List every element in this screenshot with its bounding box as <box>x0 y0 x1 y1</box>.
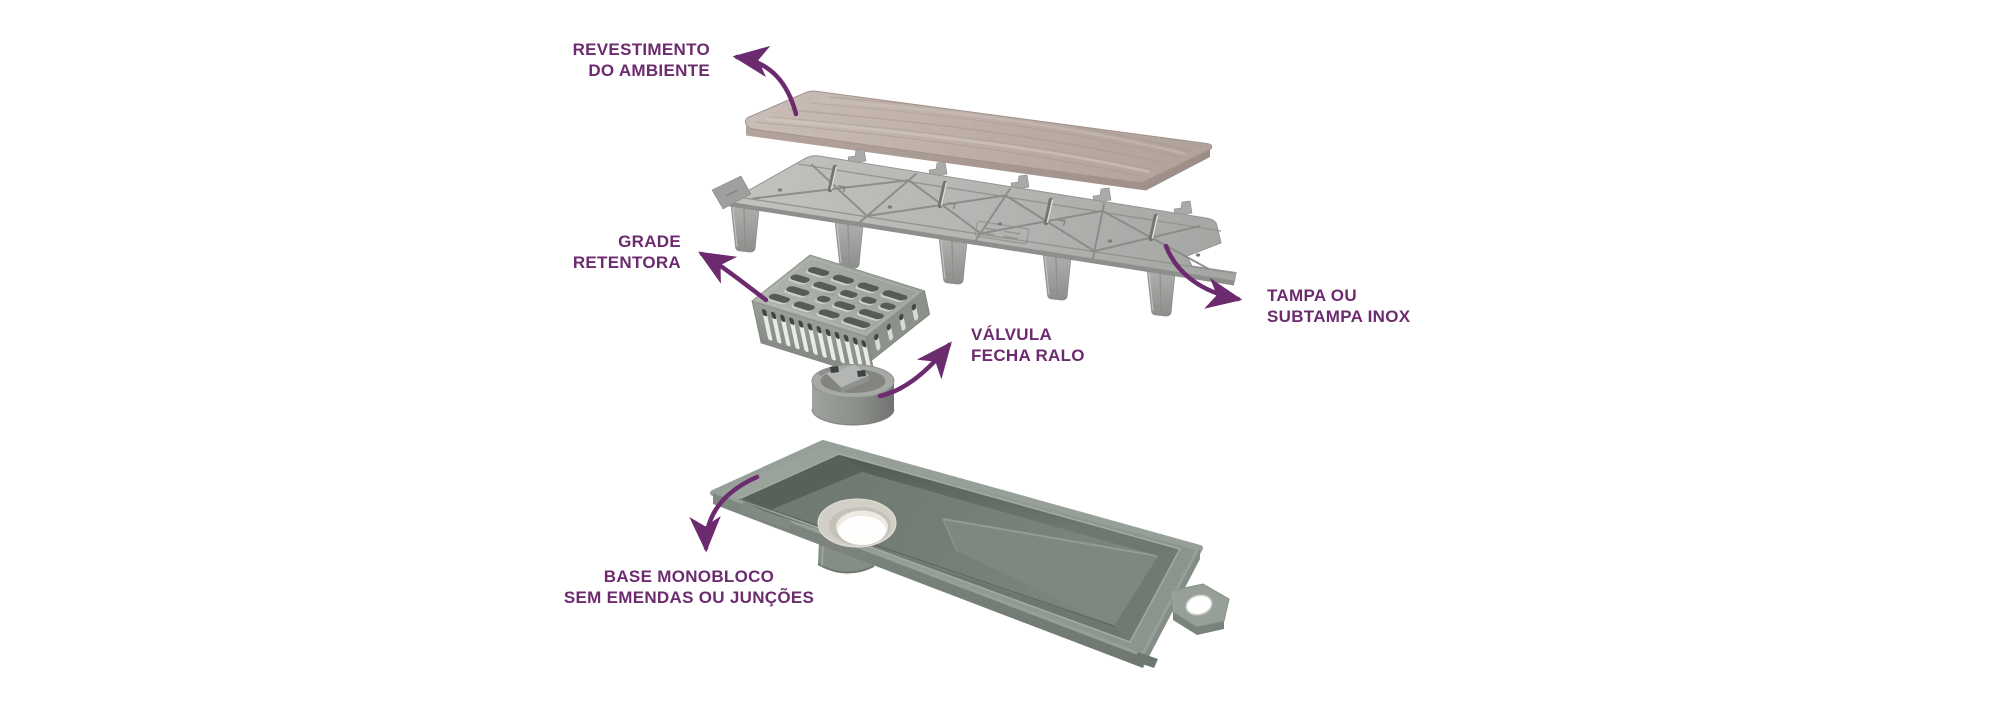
label-line: SEM EMENDAS OU JUNÇÕES <box>563 588 815 607</box>
label-valvula-fecha-ralo: VÁLVULA FECHA RALO <box>971 324 1085 366</box>
label-line: REVESTIMENTO <box>572 40 710 59</box>
grate-front-face <box>751 300 877 380</box>
arrow-tampa <box>1163 243 1243 309</box>
label-line: SUBTAMPA INOX <box>1267 307 1411 326</box>
valve-part <box>811 364 895 426</box>
grate-part <box>751 254 931 380</box>
base-part <box>710 440 1230 668</box>
grate-top-face <box>751 254 926 338</box>
label-tampa-subtampa-inox: TAMPA OU SUBTAMPA INOX <box>1267 285 1410 327</box>
fixing-tab <box>1169 583 1230 635</box>
arrow-valvula <box>877 341 952 399</box>
end-cap <box>711 175 752 210</box>
label-base-monobloco: BASE MONOBLOCO SEM EMENDAS OU JUNÇÕES <box>563 566 815 608</box>
arrow-revestimento <box>732 45 799 117</box>
label-line: TAMPA OU <box>1267 286 1357 305</box>
label-revestimento-do-ambiente: REVESTIMENTO DO AMBIENTE <box>573 39 710 81</box>
drain-hole <box>817 498 897 548</box>
embossed-logo <box>974 220 1030 245</box>
rib-pins <box>827 164 1159 242</box>
label-line: GRADE <box>618 232 681 251</box>
tile-part <box>744 90 1213 191</box>
label-line: BASE MONOBLOCO <box>603 567 775 586</box>
label-line: FECHA RALO <box>971 346 1085 365</box>
label-line: RETENTORA <box>572 253 681 272</box>
arrow-base <box>689 474 760 553</box>
label-line: DO AMBIENTE <box>588 61 710 80</box>
label-line: VÁLVULA <box>971 325 1053 344</box>
inox-cover-part <box>711 148 1237 317</box>
arrow-grade <box>698 251 769 303</box>
label-grade-retentora: GRADE RETENTORA <box>573 231 681 273</box>
annotation-arrows <box>689 45 1243 553</box>
